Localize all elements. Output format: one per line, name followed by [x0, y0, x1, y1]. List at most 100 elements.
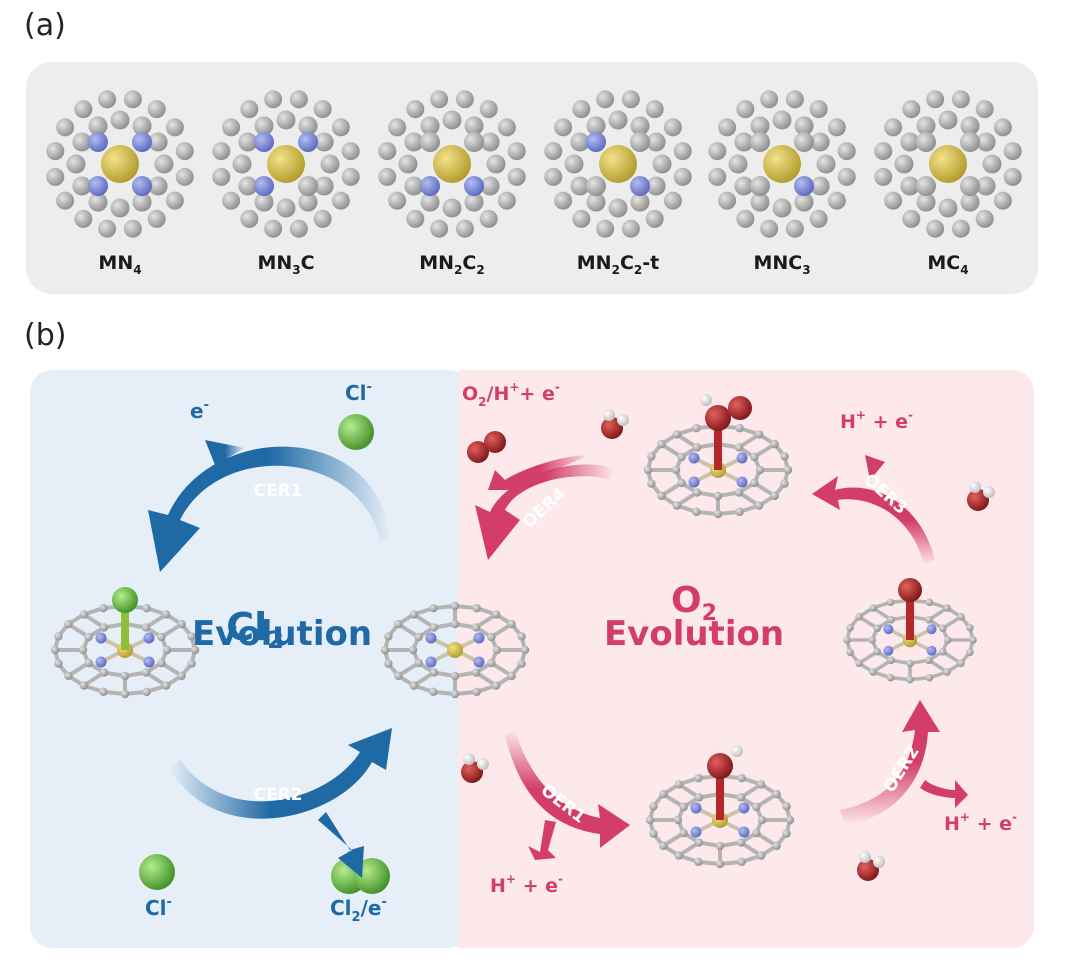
cer2-label: CER2 [253, 785, 302, 805]
oer3-branch-arrow [865, 455, 885, 480]
metal-atom [447, 642, 463, 658]
oer3-arrow [812, 476, 935, 565]
o2-title: O2 [671, 580, 717, 626]
panel-b-label: (b) [24, 318, 67, 353]
motif-label: MN4 [98, 252, 142, 277]
oxygen-atom [898, 578, 922, 602]
oxygen-atom [857, 859, 879, 881]
metal-atom [763, 145, 801, 183]
motif-4: MN2C2-t [538, 82, 698, 282]
molecule-o-adsorbed [843, 596, 977, 684]
water-molecule-icon [601, 409, 629, 439]
motif-5: MNC3 [702, 82, 862, 282]
nitrogen-atom [883, 624, 894, 635]
h-plus-e-label-oer3: H+ + e- [840, 408, 913, 433]
motif-structure-icon [544, 90, 692, 238]
oer4-branch-arrow [488, 455, 590, 490]
o2-title-line2: Evolution [604, 614, 784, 654]
nitrogen-atom [425, 632, 437, 644]
metal-atom [599, 145, 637, 183]
hydrogen-atom [463, 753, 475, 765]
nitrogen-atom [688, 476, 700, 488]
hydrogen-atom [477, 758, 489, 770]
oxygen-atom [728, 396, 752, 420]
molecule-oh-adsorbed [645, 771, 795, 869]
nitrogen-atom [473, 632, 485, 644]
nitrogen-atom [254, 176, 274, 196]
motif-structure-icon [212, 90, 360, 238]
chloride-ion-icon [338, 414, 374, 450]
nitrogen-atom [883, 645, 894, 656]
hydrogen-atom [873, 856, 885, 868]
nitrogen-atom [926, 645, 937, 656]
oer1-arrow [505, 730, 630, 848]
water-molecule-icon [967, 481, 995, 511]
oxygen-atom [967, 489, 989, 511]
nitrogen-atom [736, 452, 748, 464]
motif-2: MN3C [206, 82, 366, 282]
cer1-arrow [148, 446, 390, 572]
cl2-title-line2: Evolution [192, 614, 372, 654]
nitrogen-atom [420, 176, 440, 196]
o2-molecule-icon [467, 441, 489, 463]
cer1-branch-arrow [205, 440, 245, 465]
h-plus-e-label-oer2: H+ + e- [944, 810, 1017, 835]
carbon-atom [794, 132, 814, 152]
nitrogen-atom [298, 132, 318, 152]
cer2-arrow [170, 728, 392, 819]
nitrogen-atom [690, 826, 702, 838]
cl2-title: Cl2 [226, 605, 284, 654]
cl2-electron-label: Cl2/e- [330, 895, 387, 925]
chloride-top-label: Cl- [345, 380, 372, 405]
hydrogen-atom [983, 486, 995, 498]
motif-structure-icon [708, 90, 856, 238]
carbon-atom [916, 176, 936, 196]
hydrogen-atom [700, 394, 712, 406]
metal-atom [267, 145, 305, 183]
o2-h-label: O2/H++ e- [462, 380, 560, 409]
oer1-branch-arrow [528, 820, 556, 860]
h-plus-e-label-oer1: H+ + e- [490, 872, 563, 897]
nitrogen-atom [88, 132, 108, 152]
nitrogen-atom [736, 476, 748, 488]
carbon-atom [464, 132, 484, 152]
chloride-ion-icon [139, 854, 175, 890]
molecule-ooh-adsorbed [643, 421, 793, 519]
hydrogen-atom [617, 414, 629, 426]
hydrogen-atom [859, 851, 871, 863]
carbon-atom [298, 176, 318, 196]
nitrogen-atom [688, 452, 700, 464]
nitrogen-atom [473, 656, 485, 668]
panel-a-label: (a) [24, 8, 66, 43]
carbon-atom [630, 132, 650, 152]
nitrogen-atom [464, 176, 484, 196]
hydrogen-atom [603, 409, 615, 421]
electron-label: e- [190, 398, 209, 423]
nitrogen-atom [254, 132, 274, 152]
carbon-atom [960, 176, 980, 196]
water-molecule-icon [857, 851, 885, 881]
nitrogen-atom [425, 656, 437, 668]
motif-1: MN4 [40, 82, 200, 282]
oer4-arrow [475, 464, 615, 560]
chlorine-atom [112, 587, 138, 613]
nitrogen-atom [586, 132, 606, 152]
motif-6: MC4 [868, 82, 1028, 282]
nitrogen-atom [95, 656, 107, 668]
carbon-atom [750, 132, 770, 152]
metal-atom [929, 145, 967, 183]
motif-structure-icon [378, 90, 526, 238]
oxygen-atom [707, 753, 733, 779]
oer2-arrow [840, 700, 940, 825]
cer1-label: CER1 [253, 481, 302, 501]
carbon-atom [750, 176, 770, 196]
motif-structure-icon [874, 90, 1022, 238]
carbon-atom [916, 132, 936, 152]
molecule-cl-adsorbed [50, 601, 200, 699]
nitrogen-atom [738, 826, 750, 838]
cer2-branch-arrow [318, 812, 364, 878]
nitrogen-atom [132, 132, 152, 152]
nitrogen-atom [926, 624, 937, 635]
